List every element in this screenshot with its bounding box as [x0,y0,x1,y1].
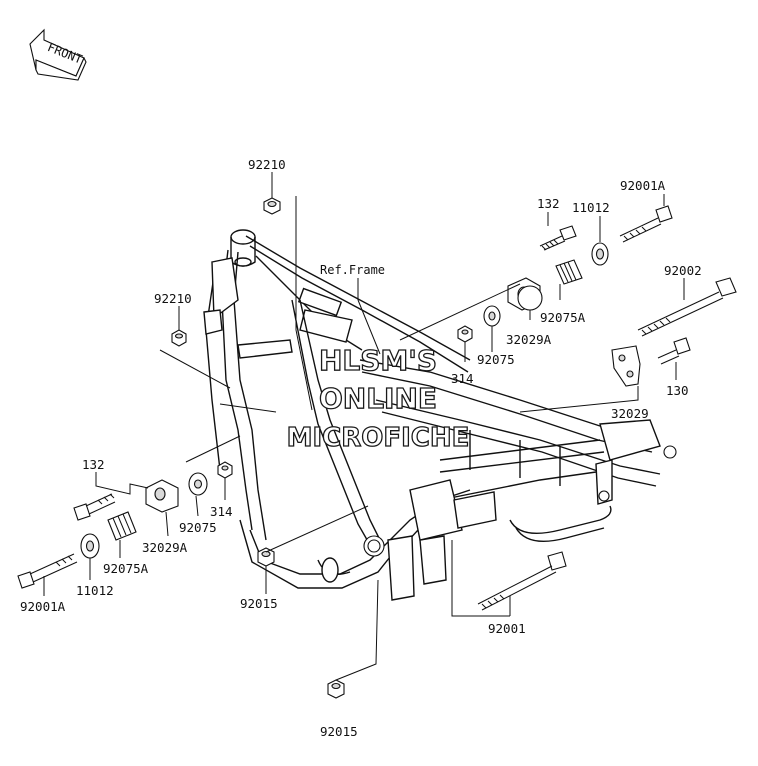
bracket-32029-part [611,345,641,387]
ref-frame-label: Ref.Frame [320,263,385,277]
callout-92001A-right: 92001A [620,178,666,193]
bolt-92001A-right-part [619,205,673,243]
callout-92075A-left: 92075A [103,561,149,576]
watermark-line-2: ONLINE [319,382,437,415]
callout-92210-left: 92210 [154,291,192,306]
watermark-line-3: MICROFICHE [287,423,470,453]
callout-92002: 92002 [664,263,702,278]
callout-92210-top: 92210 [248,157,286,172]
nut-92210-top-part [263,197,281,215]
nut-92015-mid-part [257,547,275,567]
callout-92015-bottom: 92015 [320,724,358,739]
collar-92075-right-part [483,305,501,327]
callout-32029A-left: 32029A [142,540,188,555]
callout-32029: 32029 [611,406,649,421]
bolt-92002-part [637,277,737,337]
bolt-132-left-part [73,493,116,521]
callout-92015-mid: 92015 [240,596,278,611]
bolt-130-part [657,337,691,365]
callout-11012-right: 11012 [572,200,610,215]
front-arrow-icon: FRONT [29,28,87,81]
callout-92075A-right: 92075A [540,310,586,325]
motorcycle-frame [203,229,677,601]
collar-11012-left-part [80,533,100,559]
nut-92210-left-part [171,329,187,347]
watermark: HLSM'S ONLINE MICROFICHE [286,343,470,453]
callout-132-right: 132 [537,196,560,211]
callout-130: 130 [666,383,689,398]
collar-11012-right-part [591,242,609,266]
callout-92075-left: 92075 [179,520,217,535]
watermark-line-1: HLSM'S [319,344,437,377]
callout-314-right: 314 [451,371,474,386]
nut-92015-bottom-part [327,679,345,699]
bushing-92075A-right-part [555,259,583,285]
collar-92075-left-part [188,472,208,496]
bolt-92001-part [477,551,567,611]
bolt-132-right-part [539,225,577,251]
callout-132-left: 132 [82,457,105,472]
callout-92001: 92001 [488,621,526,636]
nut-314-right-part [457,325,473,343]
nut-314-left-part [217,461,233,479]
bracket-32029A-right-part [507,277,543,311]
bracket-32029A-left-part [145,479,179,513]
bolt-92001A-left-part [17,553,78,589]
leader-lines [43,172,685,681]
callout-92075-right: 92075 [477,352,515,367]
bushing-92075A-left-part [107,511,137,541]
callout-314-left: 314 [210,504,233,519]
callout-11012-left: 11012 [76,583,114,598]
callout-32029A-right: 32029A [506,332,552,347]
callout-92001A-left: 92001A [20,599,66,614]
